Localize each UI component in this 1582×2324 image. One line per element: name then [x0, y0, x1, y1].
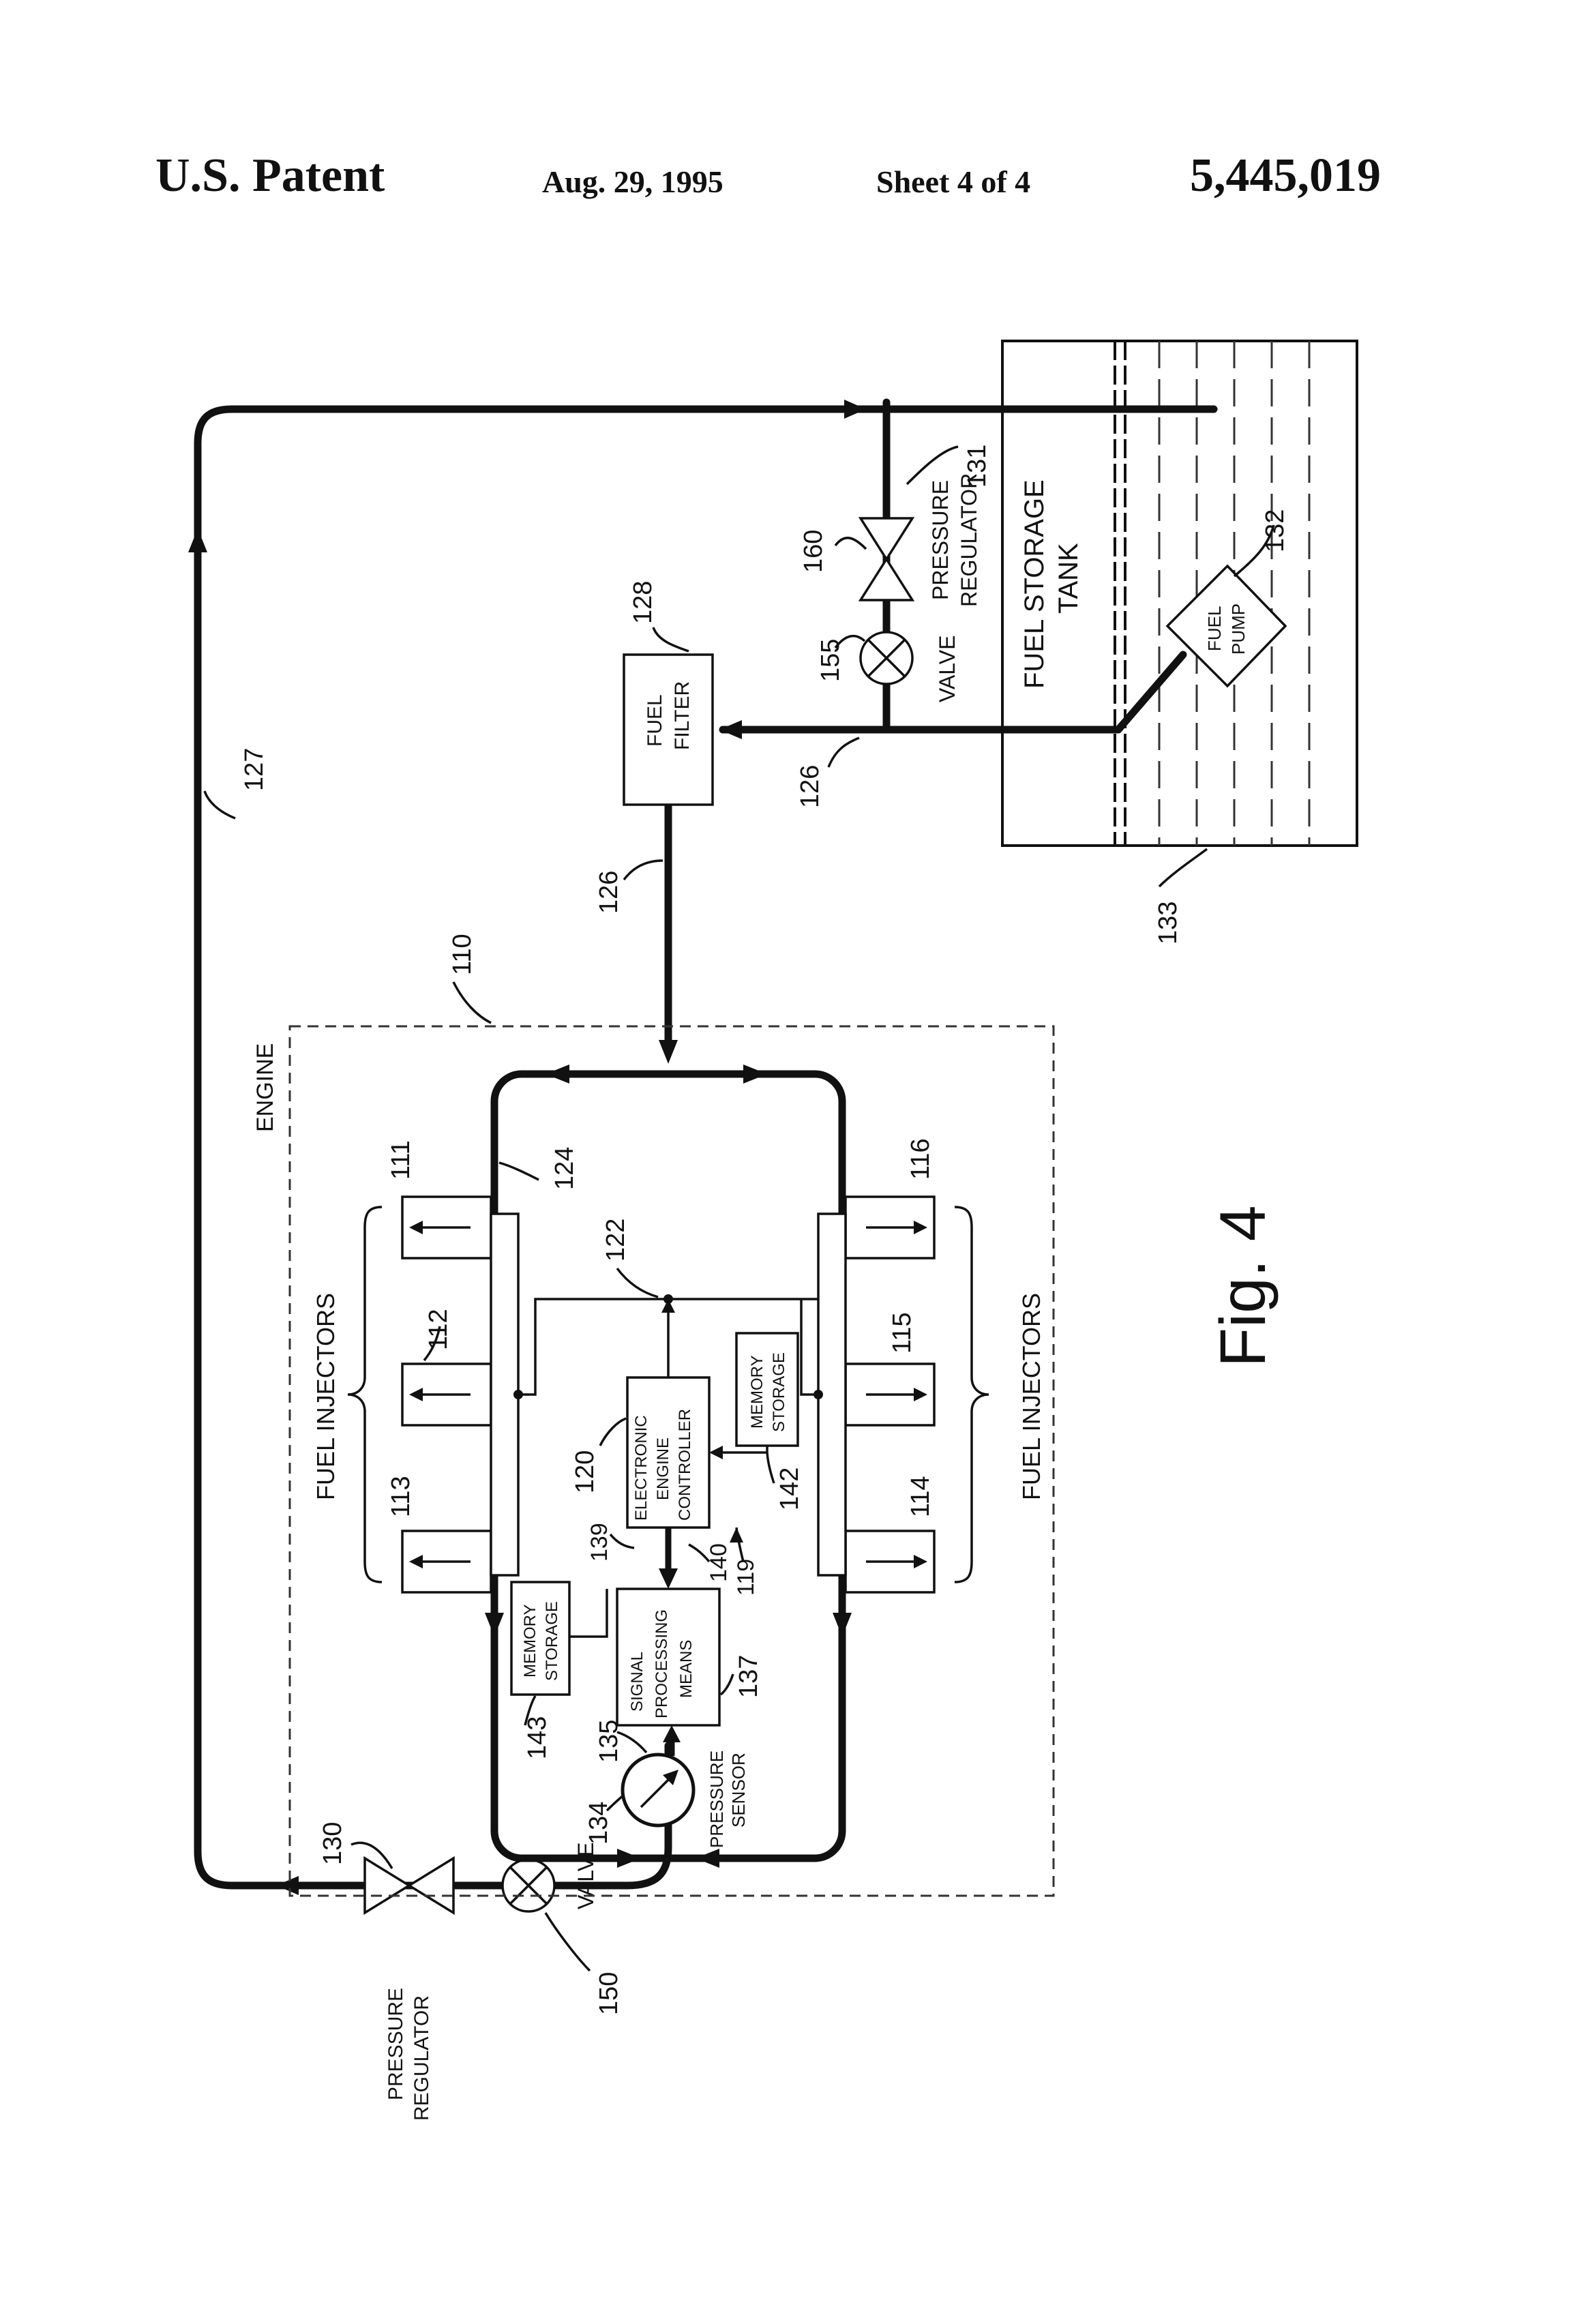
fuel-injectors-top: FUEL INJECTORS — [312, 1197, 518, 1592]
ref-120: 120 — [571, 1450, 599, 1493]
ref-143: 143 — [523, 1716, 552, 1759]
svg-text:VALVE: VALVE — [935, 636, 959, 702]
fuel-injectors-top-label: FUEL INJECTORS — [312, 1293, 340, 1500]
svg-text:CONTROLLER: CONTROLLER — [676, 1409, 694, 1521]
ref-119: 119 — [733, 1559, 759, 1596]
ref-122: 122 — [601, 1219, 630, 1262]
svg-text:SIGNAL: SIGNAL — [628, 1652, 646, 1712]
svg-text:SENSOR: SENSOR — [728, 1753, 749, 1828]
svg-text:PUMP: PUMP — [1228, 604, 1249, 655]
ref-115: 115 — [888, 1312, 916, 1354]
ref-126-b: 126 — [595, 871, 623, 914]
svg-text:STORAGE: STORAGE — [543, 1601, 561, 1681]
svg-text:PRESSURE: PRESSURE — [706, 1751, 727, 1848]
engine-label: ENGINE — [252, 1043, 278, 1132]
ref-114: 114 — [906, 1476, 935, 1517]
fuel-injectors-bottom: FUEL INJECTORS — [818, 1197, 1045, 1592]
svg-text:PROCESSING: PROCESSING — [653, 1609, 671, 1718]
svg-text:FILTER: FILTER — [671, 681, 693, 750]
ref-113: 113 — [387, 1476, 415, 1517]
electronic-engine-controller: ELECTRONIC ENGINE CONTROLLER — [627, 1377, 709, 1528]
svg-text:MEMORY: MEMORY — [748, 1355, 766, 1429]
svg-text:MEANS: MEANS — [677, 1640, 696, 1698]
ref-133: 133 — [1154, 902, 1182, 944]
valve-155: VALVE — [861, 632, 959, 702]
memory-storage-143: MEMORY STORAGE — [511, 1582, 607, 1695]
ref-139: 139 — [586, 1523, 612, 1562]
svg-text:ENGINE: ENGINE — [654, 1437, 672, 1500]
ref-128: 128 — [629, 581, 657, 624]
svg-text:ELECTRONIC: ELECTRONIC — [632, 1415, 651, 1521]
svg-text:MEMORY: MEMORY — [521, 1604, 539, 1678]
fuel-storage-tank: FUEL STORAGE TANK — [1002, 341, 1357, 846]
ref-126-a: 126 — [796, 765, 824, 808]
ref-142: 142 — [775, 1468, 804, 1510]
ref-140: 140 — [706, 1543, 732, 1582]
fuel-injectors-bottom-label: FUEL INJECTORS — [1017, 1293, 1045, 1500]
svg-text:VALVE: VALVE — [573, 1843, 598, 1909]
svg-text:PRESSURE: PRESSURE — [928, 480, 953, 600]
ref-150: 150 — [595, 1972, 623, 2015]
valve-150: VALVE — [503, 1843, 598, 1911]
svg-text:TANK: TANK — [1054, 543, 1084, 614]
signal-processing-means: SIGNAL PROCESSING MEANS — [617, 1589, 719, 1725]
fuel-storage-tank-label: FUEL STORAGE — [1019, 479, 1049, 689]
ref-111: 111 — [387, 1140, 415, 1180]
pressure-sensor: PRESSURE SENSOR — [623, 1725, 749, 1848]
svg-text:FUEL: FUEL — [644, 694, 666, 747]
ref-127: 127 — [240, 748, 269, 791]
svg-text:REGULATOR: REGULATOR — [411, 1995, 433, 2121]
svg-text:REGULATOR: REGULATOR — [957, 473, 981, 607]
pressure-regulator-130: PRESSURE REGULATOR — [365, 1858, 453, 2121]
memory-storage-142: MEMORY STORAGE — [709, 1333, 798, 1459]
pressure-regulator-131: PRESSURE REGULATOR — [861, 473, 981, 607]
ref-155: 155 — [816, 639, 845, 682]
ref-131: 131 — [963, 445, 991, 488]
ref-116: 116 — [906, 1138, 935, 1180]
ref-110: 110 — [448, 934, 477, 975]
ref-160: 160 — [799, 530, 828, 573]
fuel-filter: FUEL FILTER — [624, 655, 713, 805]
svg-text:STORAGE: STORAGE — [770, 1352, 788, 1432]
ref-130: 130 — [318, 1822, 347, 1865]
ref-135: 135 — [595, 1720, 623, 1763]
svg-text:FUEL: FUEL — [1204, 606, 1225, 651]
ref-124: 124 — [550, 1147, 579, 1190]
ref-137: 137 — [734, 1655, 763, 1698]
svg-text:PRESSURE: PRESSURE — [385, 1988, 407, 2100]
figure-caption: Fig. 4 — [1207, 1205, 1279, 1367]
